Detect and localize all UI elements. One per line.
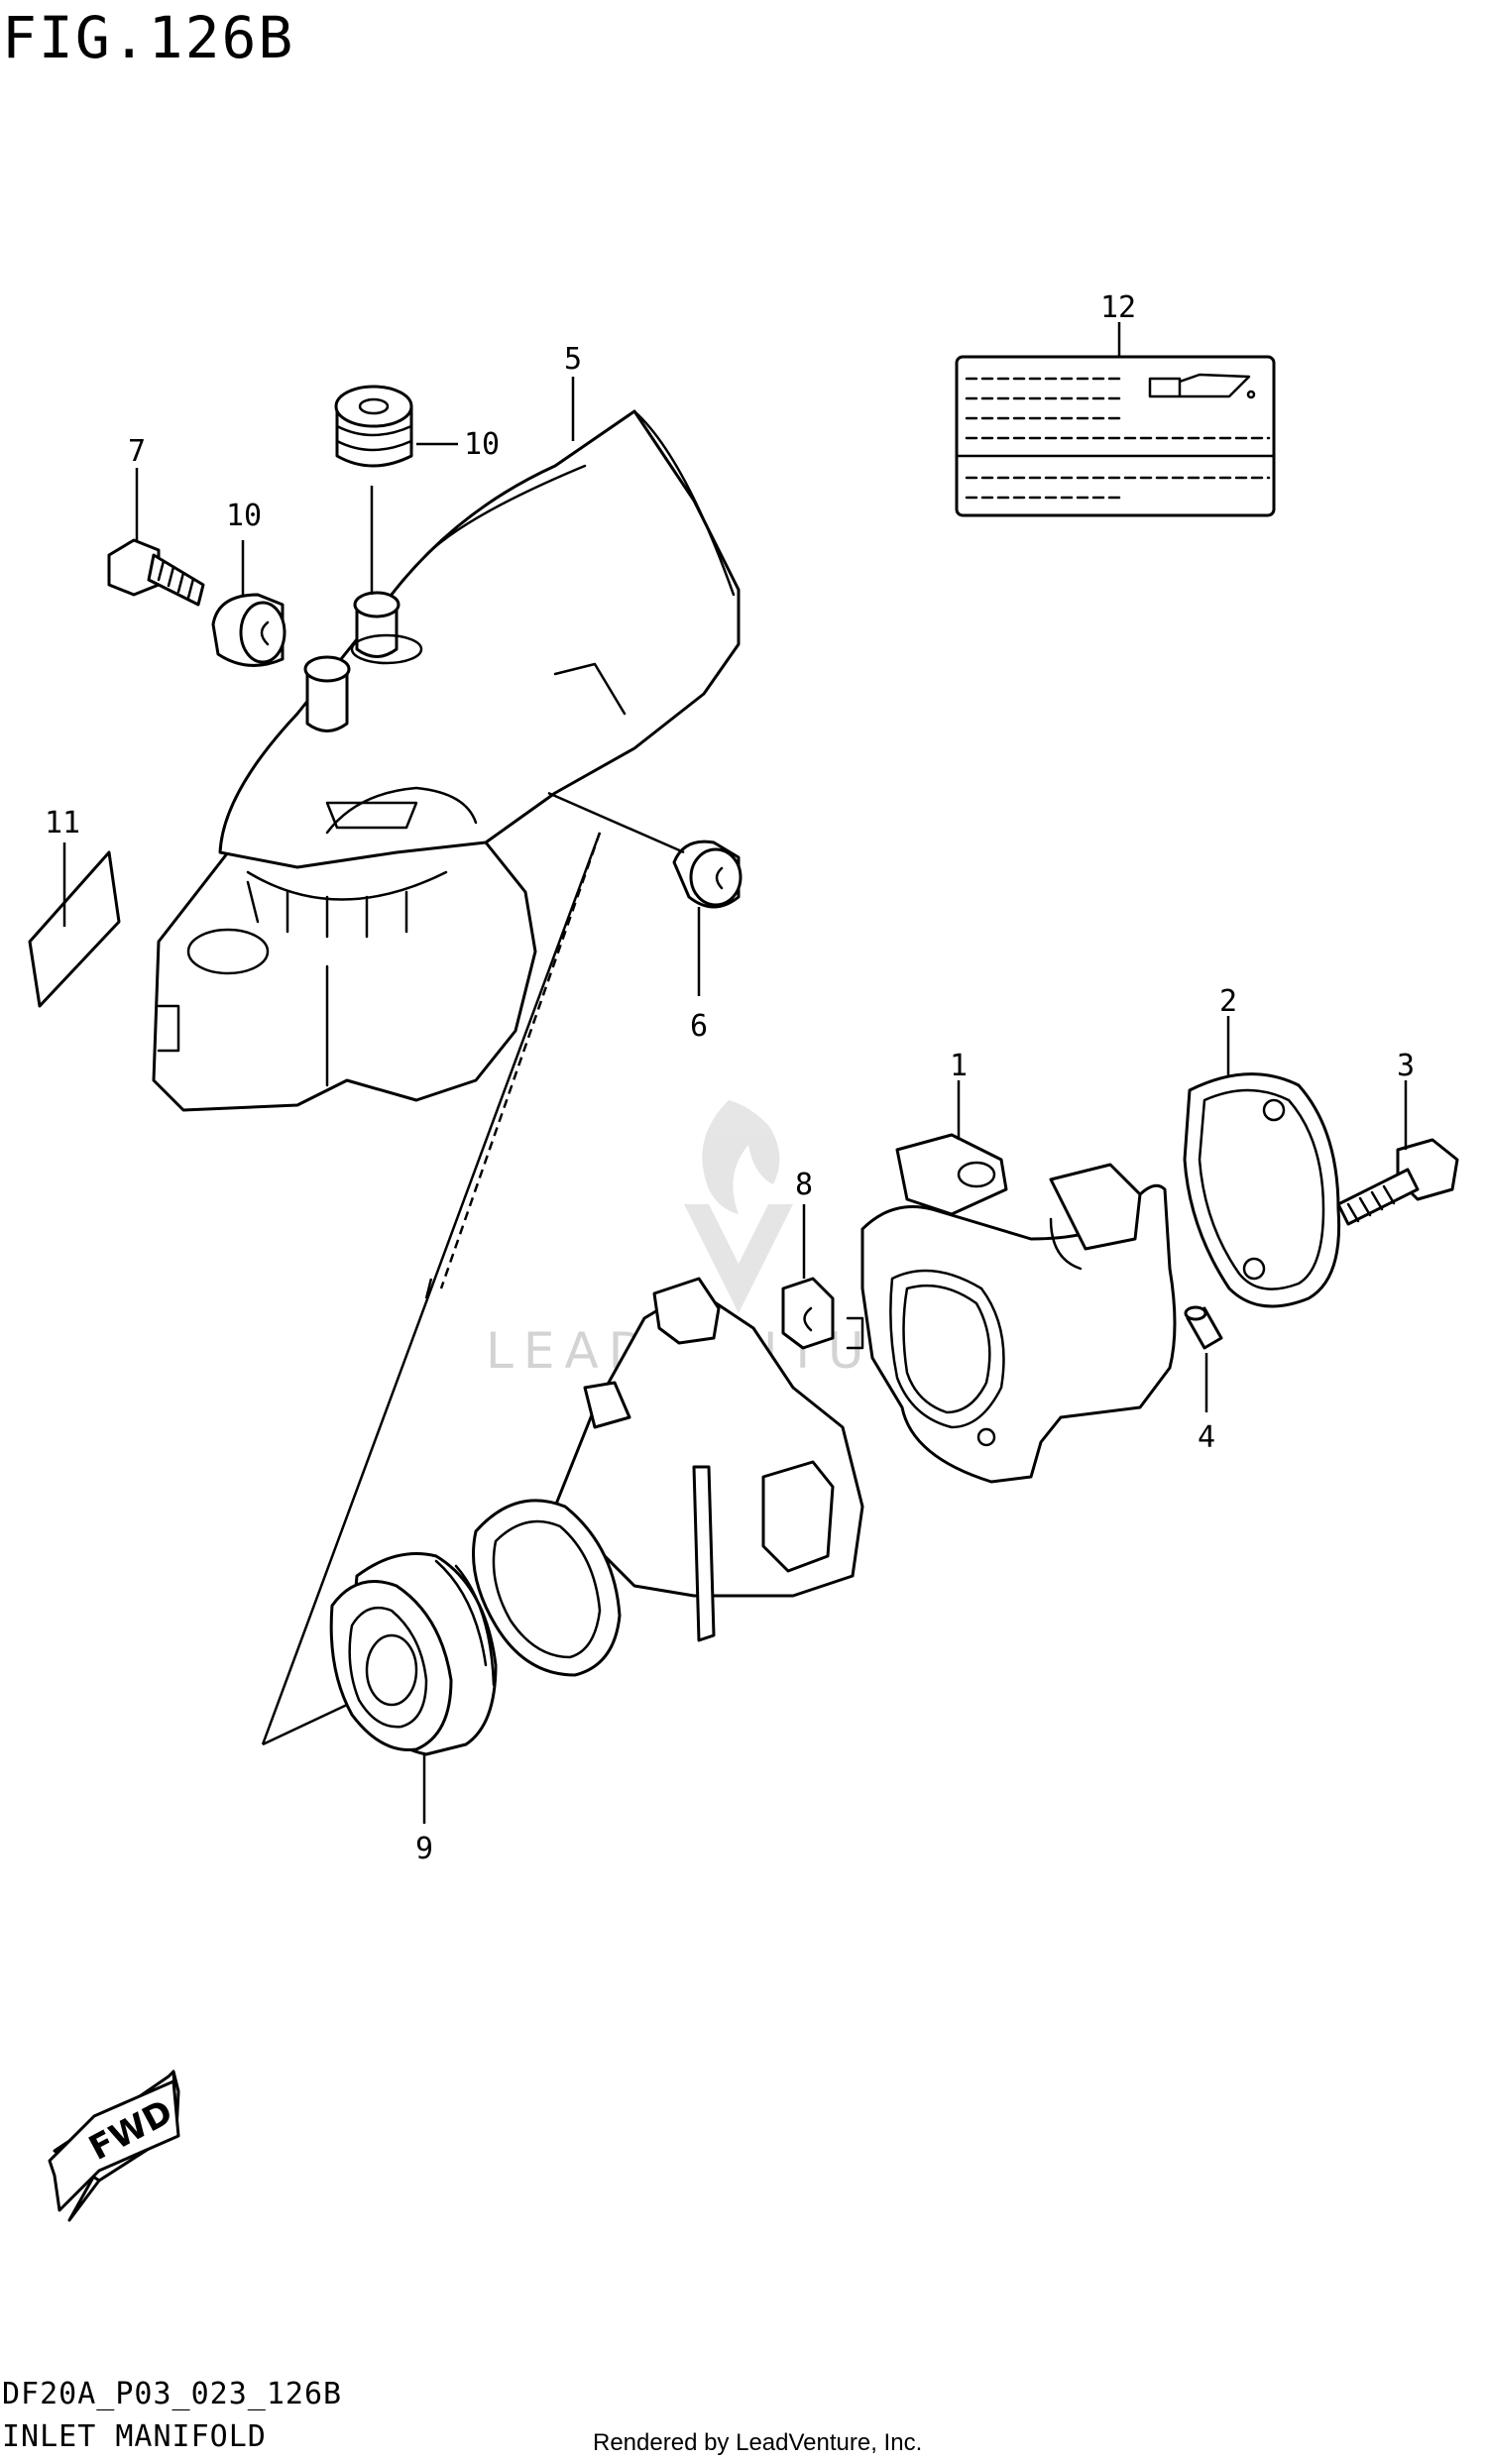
part-9-throttle-body [472,1277,864,1677]
render-credit: Rendered by LeadVenture, Inc. [593,2429,922,2456]
part-4-dowel-pin [1184,1305,1223,1350]
callout-2: 2 [1219,984,1237,1019]
callout-8: 8 [795,1168,813,1202]
part-7-screw [107,538,205,607]
part-10-grommet-side [211,593,286,667]
callout-4: 4 [1198,1420,1215,1455]
assembly-indicator [261,832,602,1746]
part-8-clip [781,1277,835,1350]
figure-name: INLET MANIFOLD [2,2419,267,2454]
figure-code: DF20A_P03_023_126B [2,2377,342,2411]
callout-6: 6 [690,1009,708,1044]
part-3-bolt [1336,1138,1459,1226]
callout-3: 3 [1397,1049,1415,1083]
part-9-pulley [329,1552,498,1756]
callout-9: 9 [415,1832,433,1866]
callout-10-side: 10 [226,499,262,533]
callout-10-top: 10 [464,427,500,462]
figure-title: FIG.126B [2,4,294,71]
part-2-gasket [1183,1072,1341,1308]
leader-lines [62,322,1408,1824]
part-11-seal [28,850,121,1008]
callouts: 1 2 3 4 5 6 7 8 9 10 10 11 12 [45,290,1415,1866]
fwd-arrow-icon: FWD [48,2070,180,2222]
callout-5: 5 [564,342,582,377]
callout-7: 7 [128,434,146,469]
callout-12: 12 [1100,290,1136,325]
part-12-label [955,355,1276,517]
part-6-grommet [672,840,743,909]
callout-1: 1 [950,1049,968,1083]
callout-11: 11 [45,806,80,840]
part-1-inlet-manifold [846,1133,1177,1484]
part-5-silencer-case [152,409,741,1112]
part-10-grommet-top [334,385,413,468]
